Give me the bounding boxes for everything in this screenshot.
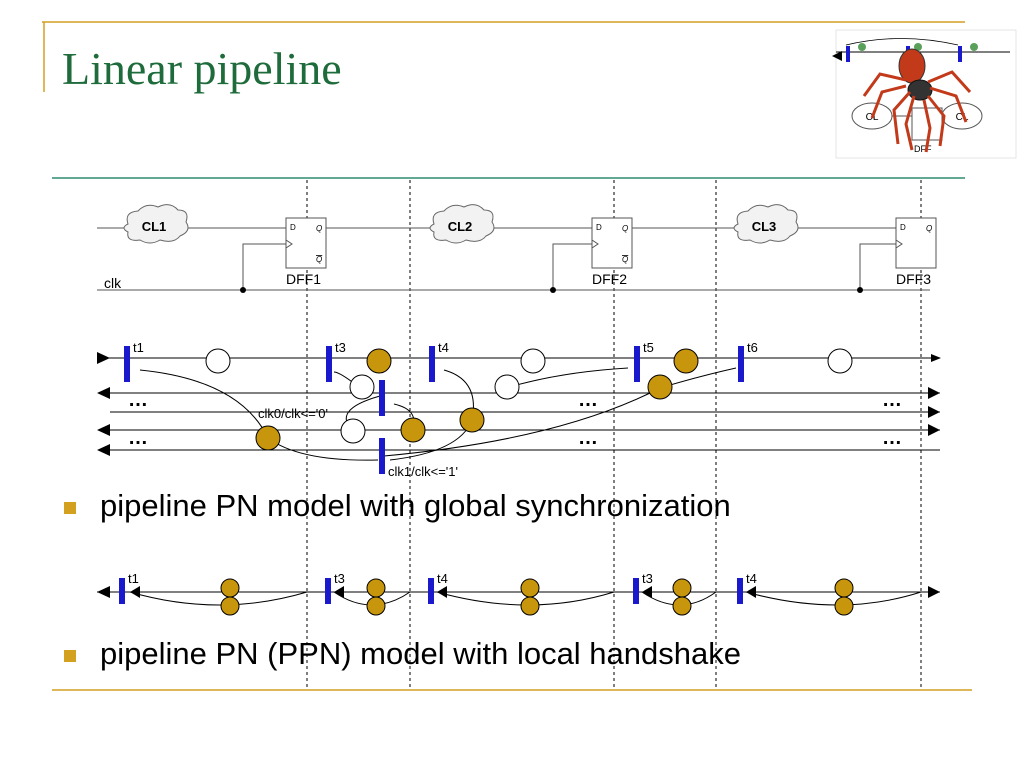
place-token: [834, 578, 854, 598]
dff-label: DFF2: [592, 271, 627, 287]
transition-t4: [428, 578, 434, 604]
place-token: [220, 578, 240, 598]
logo-dff-label: DFF: [914, 144, 932, 154]
place-empty: [205, 348, 231, 374]
place-token: [647, 374, 673, 400]
ellipsis: …: [578, 389, 598, 411]
transition-label: t6: [747, 340, 758, 355]
svg-text:D: D: [290, 223, 296, 232]
ellipsis: …: [128, 389, 148, 411]
ellipsis: …: [882, 389, 902, 411]
place-token: [366, 578, 386, 598]
place-empty: [827, 348, 853, 374]
transition-label: t3: [334, 571, 345, 586]
dff-label: DFF1: [286, 271, 321, 287]
place-token: [834, 596, 854, 616]
place-token: [400, 417, 426, 443]
page-title: Linear pipeline: [62, 43, 342, 94]
transition-label: t4: [438, 340, 449, 355]
place-token: [459, 407, 485, 433]
place-token: [366, 596, 386, 616]
bullet-icon: [64, 502, 76, 514]
clk0-label: clk0/clk<='0': [258, 406, 328, 421]
place-token: [366, 348, 392, 374]
transition-label: t1: [133, 340, 144, 355]
transition-label: t4: [746, 571, 757, 586]
transition-t4: [737, 578, 743, 604]
svg-text:D: D: [596, 223, 602, 232]
transition-label: t1: [128, 571, 139, 586]
transition-t4: [429, 346, 435, 382]
svg-text:Q: Q: [622, 224, 628, 233]
place-token: [673, 348, 699, 374]
transition-t3: [326, 346, 332, 382]
place-empty: [520, 348, 546, 374]
transition-clk0: [379, 380, 385, 416]
place-token: [520, 596, 540, 616]
transition-t1: [119, 578, 125, 604]
dff2-box: D Q Q: [591, 217, 633, 269]
transition-t5: [634, 346, 640, 382]
transition-clk1: [379, 438, 385, 474]
place-token: [520, 578, 540, 598]
svg-text:Q: Q: [316, 224, 322, 233]
place-empty: [494, 374, 520, 400]
cloud-cl2-icon: [429, 204, 495, 244]
place-token: [220, 596, 240, 616]
transition-t3: [325, 578, 331, 604]
svg-text:D: D: [900, 223, 906, 232]
transition-label: t3: [335, 340, 346, 355]
place-empty: [349, 374, 375, 400]
cloud-cl1-icon: [123, 204, 189, 244]
place-token: [672, 596, 692, 616]
place-empty: [340, 418, 366, 444]
bullet-global-sync: pipeline PN model with global synchroniz…: [100, 488, 731, 523]
transition-t1: [124, 346, 130, 382]
bullet-icon: [64, 650, 76, 662]
cloud-cl3-icon: [733, 204, 799, 244]
transition-label: t4: [437, 571, 448, 586]
dff-label: DFF3: [896, 271, 931, 287]
place-token: [255, 425, 281, 451]
spider-icon: [862, 48, 972, 153]
svg-text:Q: Q: [926, 224, 932, 233]
dff1-box: D Q Q: [285, 217, 327, 269]
cloud-label: CL3: [752, 219, 777, 234]
ellipsis: …: [882, 427, 902, 449]
logo-cloud-label: CL: [956, 112, 969, 123]
transition-label: t3: [642, 571, 653, 586]
svg-text:Q: Q: [316, 255, 322, 264]
place-token: [672, 578, 692, 598]
svg-text:Q: Q: [622, 255, 628, 264]
bullet-local-handshake: pipeline PN (PPN) model with local hands…: [100, 636, 741, 671]
logo-transition: [846, 46, 850, 62]
clock-label: clk: [104, 275, 122, 291]
ellipsis: …: [128, 427, 148, 449]
cloud-label: CL2: [448, 219, 473, 234]
logo-transition: [958, 46, 962, 62]
transition-label: t5: [643, 340, 654, 355]
cloud-label: CL1: [142, 219, 167, 234]
dff3-box: D Q: [895, 217, 937, 269]
clk1-label: clk1/clk<='1': [388, 464, 458, 479]
transition-t3: [633, 578, 639, 604]
transition-t6: [738, 346, 744, 382]
ellipsis: …: [578, 427, 598, 449]
